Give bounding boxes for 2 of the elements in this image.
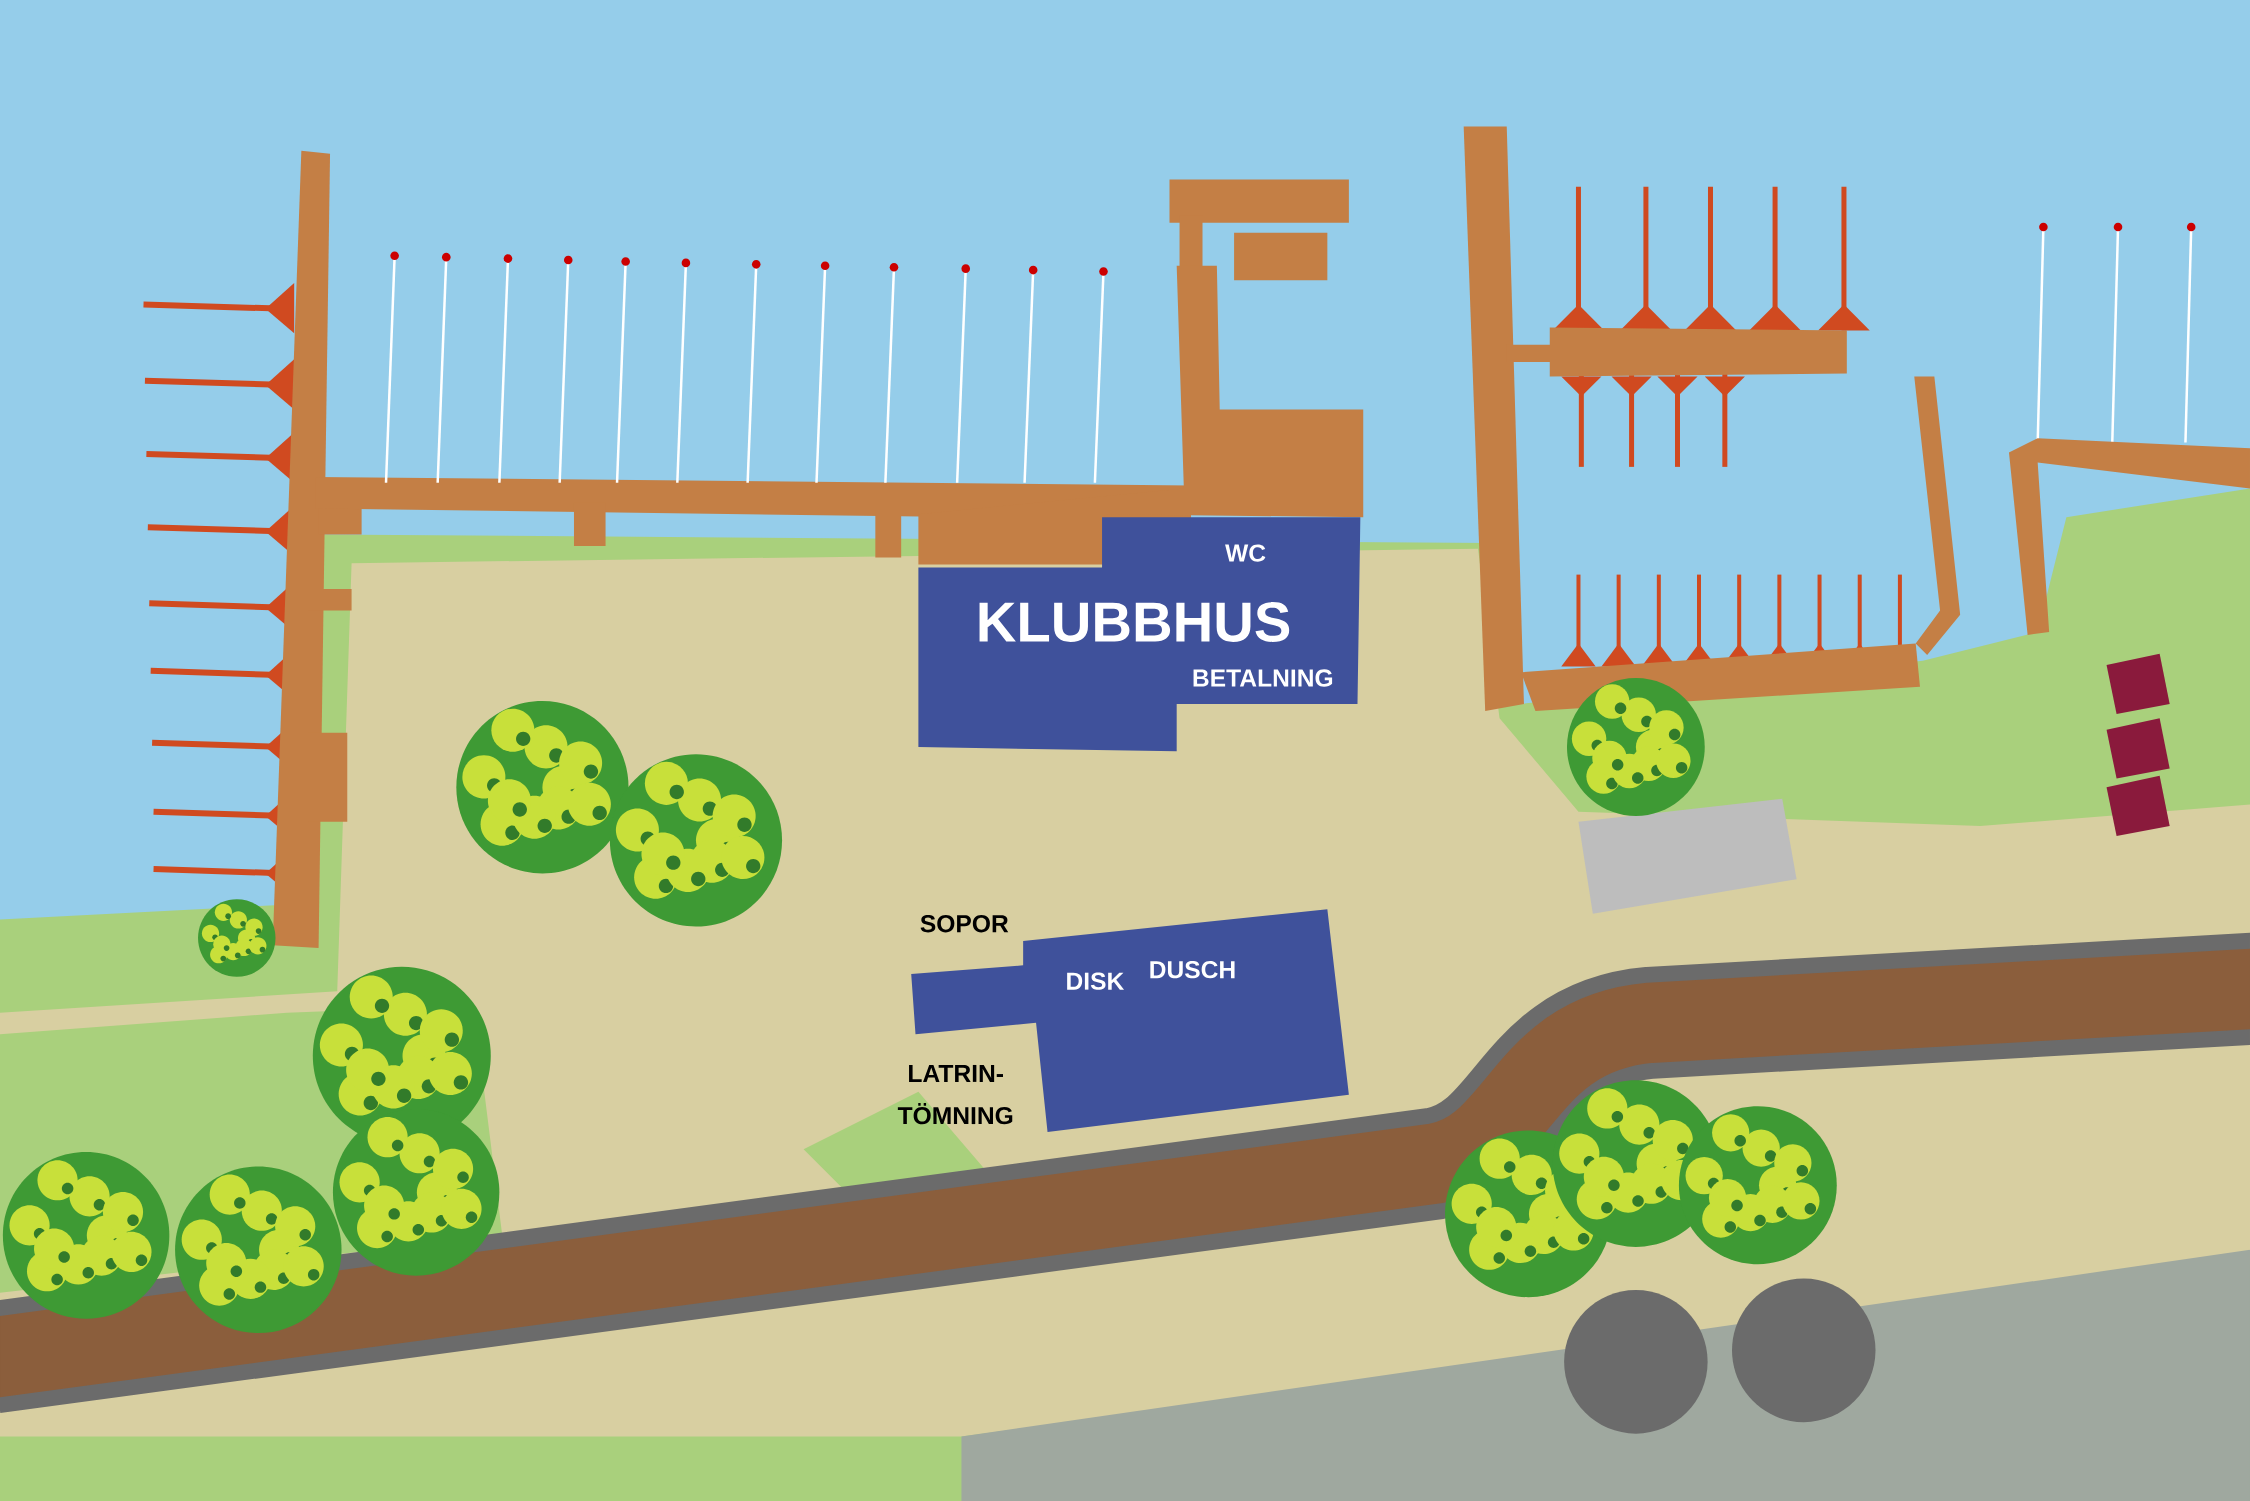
clubhouse-building: WC KLUBBHUS BETALNING (918, 517, 1361, 752)
map-label: SOPOR (920, 914, 1009, 933)
